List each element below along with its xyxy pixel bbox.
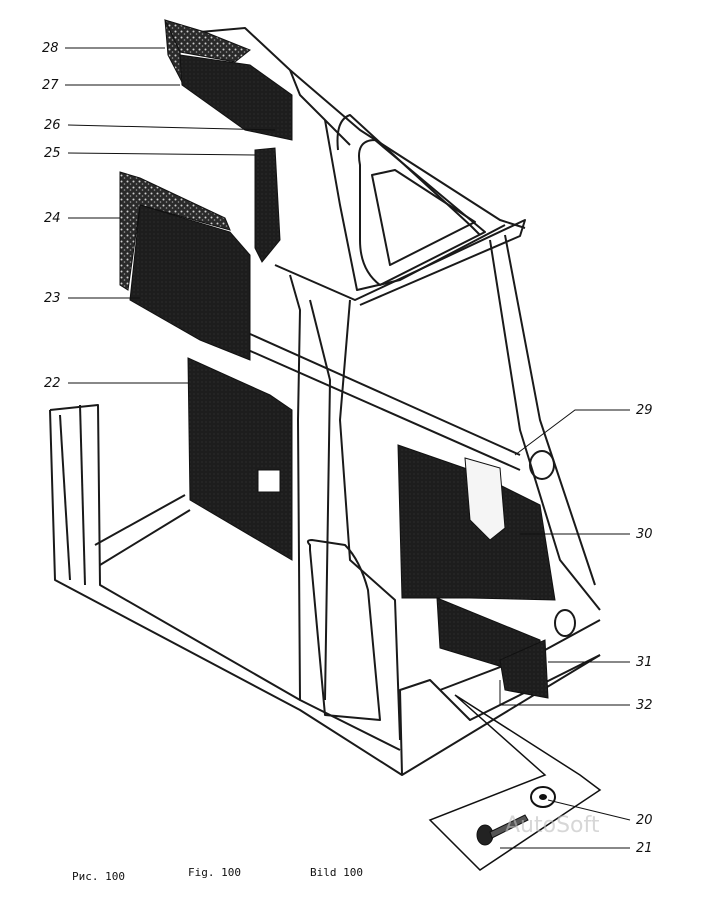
- panel-25-strip: [254, 147, 281, 263]
- panel-32: [499, 639, 549, 699]
- callout-27: 27: [42, 78, 59, 93]
- panel-23: [129, 204, 251, 361]
- panel-22-cutout: [257, 469, 281, 493]
- callout-25: 25: [44, 146, 61, 161]
- watermark: AutoSoft: [505, 813, 600, 838]
- panel-22: [187, 357, 293, 561]
- caption-ru: Рис. 100: [72, 870, 125, 883]
- callout-labels: 28 27 26 25 24 23 22 29 30 31 32 20 21: [42, 41, 653, 856]
- figure-captions: Рис. 100 Fig. 100 Bild 100: [72, 866, 363, 883]
- callout-24: 24: [44, 211, 61, 226]
- callout-26: 26: [44, 118, 61, 133]
- callout-29: 29: [636, 403, 653, 418]
- cab-frame: [49, 27, 601, 776]
- callout-20: 20: [636, 813, 653, 828]
- screw-icon: [476, 814, 529, 846]
- callout-31: 31: [636, 655, 653, 670]
- callout-28: 28: [42, 41, 59, 56]
- panel-29-plate: [464, 457, 506, 541]
- caption-de: Bild 100: [310, 866, 363, 879]
- panel-27: [179, 54, 293, 141]
- callout-30: 30: [636, 527, 653, 542]
- caption-en: Fig. 100: [188, 866, 241, 879]
- panel-24-felt: [119, 171, 231, 291]
- washer-icon: [530, 786, 556, 808]
- callout-22: 22: [44, 376, 61, 391]
- leader-lines: [65, 47, 631, 849]
- fastener-inset-box: [428, 694, 602, 871]
- callout-23: 23: [44, 291, 61, 306]
- callout-21: 21: [636, 841, 653, 856]
- callout-32: 32: [636, 698, 653, 713]
